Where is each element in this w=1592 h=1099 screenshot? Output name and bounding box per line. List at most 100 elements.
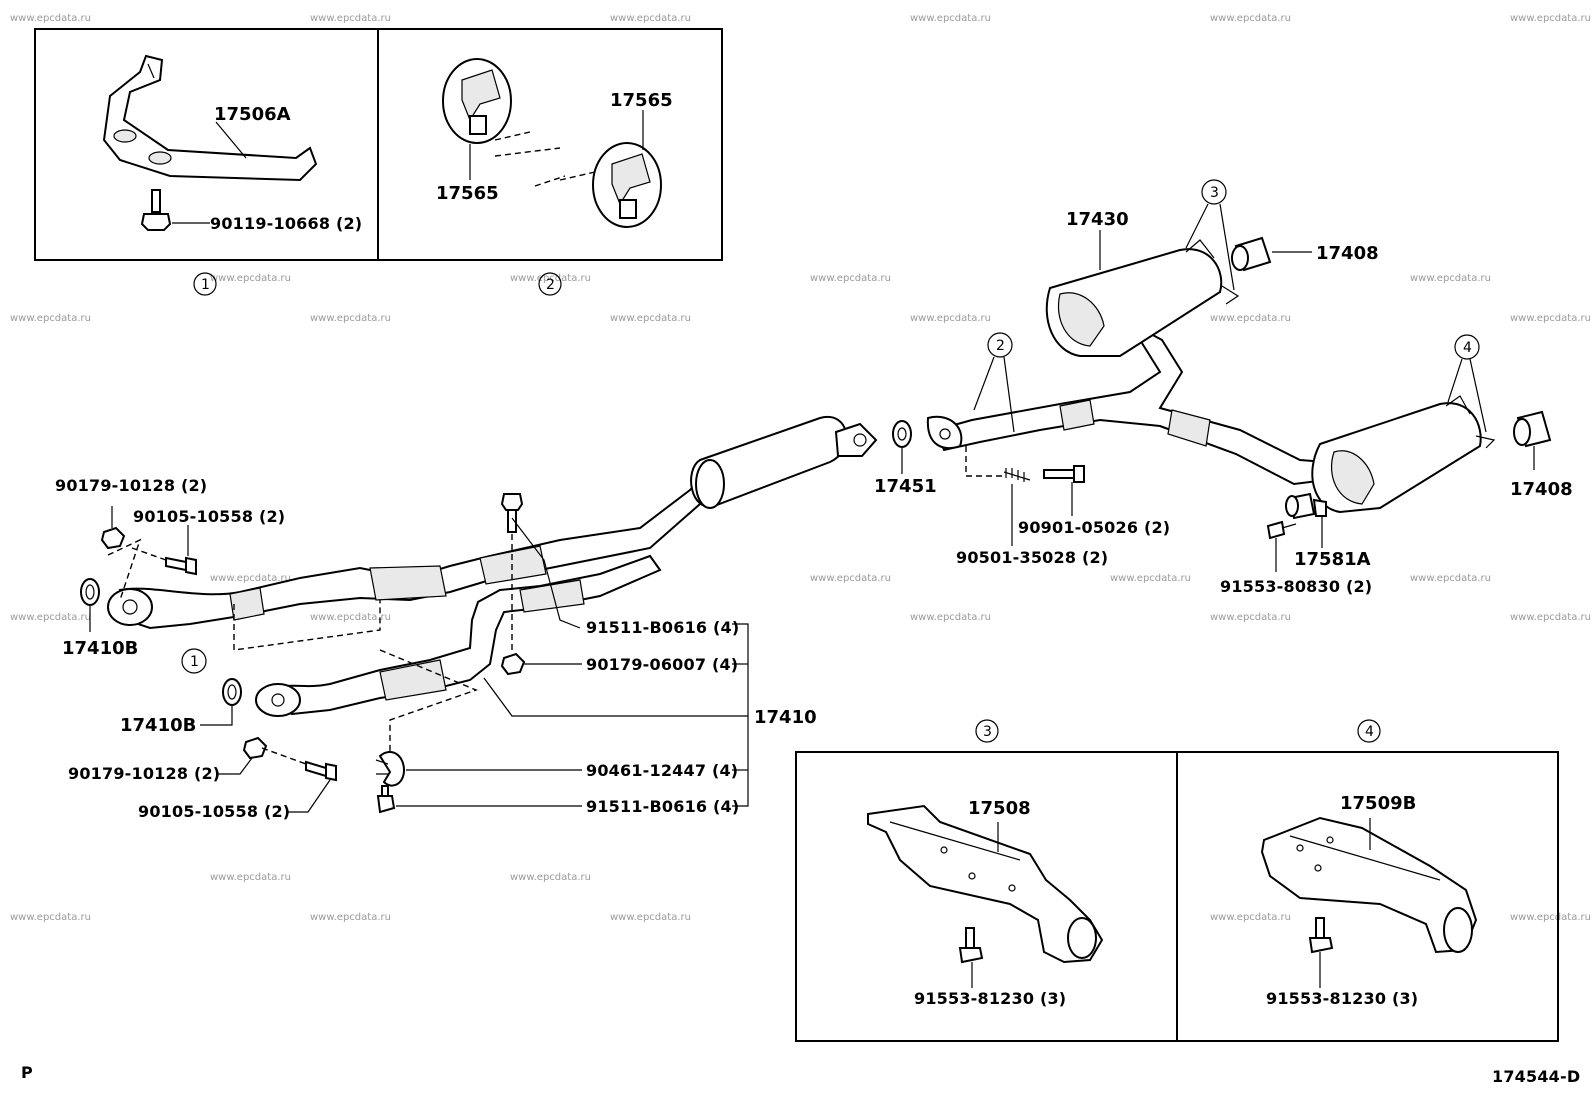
bolt-91553-81230-right-drawing — [1308, 917, 1334, 954]
watermark: www.epcdata.ru — [210, 573, 291, 584]
callout-4-inset: 4 — [1357, 719, 1381, 743]
watermark: www.epcdata.ru — [10, 912, 91, 923]
watermark: www.epcdata.ru — [310, 912, 391, 923]
part-label-90901: 90901-05026 (2) — [1018, 518, 1170, 537]
watermark: www.epcdata.ru — [10, 13, 91, 24]
watermark: www.epcdata.ru — [310, 313, 391, 324]
watermark: www.epcdata.ru — [10, 612, 91, 623]
svg-text:2: 2 — [996, 338, 1005, 354]
bolt-90105-10558-bottom-drawing — [305, 760, 337, 782]
watermark: www.epcdata.ru — [1510, 612, 1591, 623]
watermark: www.epcdata.ru — [1410, 573, 1491, 584]
part-label-90501: 90501-35028 (2) — [956, 548, 1108, 567]
part-label-17410: 17410 — [754, 707, 817, 728]
rear-pipe-assembly-drawing — [926, 239, 1496, 514]
part-label-90461: 90461-12447 (4) — [586, 761, 738, 780]
svg-text:3: 3 — [983, 724, 992, 740]
callout-4-main: 4 — [1447, 334, 1487, 433]
bolt-91511-bottom-drawing — [376, 785, 396, 814]
mount-17565-left-drawing — [442, 58, 512, 144]
page-mark: P — [21, 1063, 33, 1082]
bracket-17509b-drawing — [1260, 816, 1478, 954]
mount-90461-drawing — [375, 751, 406, 787]
part-label-90105-10558-top: 90105-10558 (2) — [133, 507, 285, 526]
callout-2-main: 2 — [973, 332, 1015, 433]
part-label-17408-right: 17408 — [1510, 479, 1573, 500]
bolt-91553-80830-drawing — [1266, 520, 1297, 540]
part-label-91553-81230-right: 91553-81230 (3) — [1266, 989, 1418, 1008]
part-label-17410b-bottom: 17410B — [120, 715, 196, 736]
inset-top: 17506A 90119-10668 (2) 17565 17565 — [34, 28, 723, 261]
bolt-91553-81230-left-drawing — [958, 927, 984, 964]
watermark: www.epcdata.ru — [1210, 912, 1291, 923]
part-label-17451: 17451 — [874, 476, 937, 497]
watermark: www.epcdata.ru — [810, 273, 891, 284]
callout-1-top: 1 — [193, 272, 217, 296]
part-label-17508: 17508 — [968, 798, 1031, 819]
bolt-90105-10558-top-drawing — [165, 556, 197, 576]
callout-3-main: 3 — [1185, 179, 1235, 291]
watermark: www.epcdata.ru — [1510, 13, 1591, 24]
watermark: www.epcdata.ru — [1210, 13, 1291, 24]
watermark: www.epcdata.ru — [910, 13, 991, 24]
gasket-17410b-bottom-drawing — [222, 678, 242, 706]
svg-text:2: 2 — [546, 277, 555, 293]
watermark: www.epcdata.ru — [10, 313, 91, 324]
bracket-17508-drawing — [867, 804, 1104, 964]
callout-1-main: 1 — [181, 648, 207, 674]
watermark: www.epcdata.ru — [610, 13, 691, 24]
watermark: www.epcdata.ru — [310, 13, 391, 24]
part-label-91553-80830: 91553-80830 (2) — [1220, 577, 1372, 596]
watermark: www.epcdata.ru — [210, 872, 291, 883]
watermark: www.epcdata.ru — [1510, 912, 1591, 923]
watermark: www.epcdata.ru — [610, 912, 691, 923]
part-label-17565-left: 17565 — [436, 183, 499, 204]
part-label-17408-top: 17408 — [1316, 243, 1379, 264]
watermark: www.epcdata.ru — [510, 872, 591, 883]
bolt-91511-top-drawing — [500, 493, 524, 533]
svg-text:1: 1 — [201, 277, 210, 293]
bracket-17506a-drawing — [102, 54, 318, 182]
front-pipe-assembly-drawing — [107, 472, 718, 780]
svg-text:1: 1 — [190, 654, 199, 670]
diagram-code: 174544-D — [1492, 1067, 1580, 1086]
tailpipe-tip-17408-top-drawing — [1231, 236, 1272, 272]
tailpipe-tip-17408-right-drawing — [1513, 410, 1552, 448]
part-label-17565-top: 17565 — [610, 90, 673, 111]
part-label-90179-10128-top: 90179-10128 (2) — [55, 476, 207, 495]
part-label-91511-top: 91511-B0616 (4) — [586, 618, 739, 637]
inset-frame-2 — [377, 28, 723, 261]
watermark: www.epcdata.ru — [910, 313, 991, 324]
gasket-17410b-top-drawing — [80, 578, 100, 606]
part-label-17581a: 17581A — [1294, 549, 1371, 570]
watermark: www.epcdata.ru — [1110, 573, 1191, 584]
part-label-91511-bottom: 91511-B0616 (4) — [586, 797, 739, 816]
bolt-90901-drawing — [1043, 465, 1085, 483]
part-label-17410b-top: 17410B — [62, 638, 138, 659]
bolt-90119-drawing — [140, 189, 172, 231]
svg-text:3: 3 — [1210, 185, 1219, 201]
nut-90179-06007-drawing — [500, 652, 526, 676]
mount-17565-right-drawing — [592, 142, 662, 228]
part-label-90119: 90119-10668 (2) — [210, 214, 362, 233]
watermark: www.epcdata.ru — [810, 573, 891, 584]
inset-frame-4 — [1176, 751, 1559, 1042]
part-label-90105-10558-bottom: 90105-10558 (2) — [138, 802, 290, 821]
part-label-90179-10128-bottom: 90179-10128 (2) — [68, 764, 220, 783]
callout-2-top: 2 — [538, 272, 562, 296]
part-label-91553-81230-left: 91553-81230 (3) — [914, 989, 1066, 1008]
part-label-17506a: 17506A — [214, 104, 291, 125]
spring-90501-drawing — [1003, 468, 1031, 482]
watermark: www.epcdata.ru — [1410, 273, 1491, 284]
inset-bottom: 17508 91553-81230 (3) 17509B 91553-81230… — [795, 751, 1559, 1042]
part-label-90179-06007: 90179-06007 (4) — [586, 655, 738, 674]
watermark: www.epcdata.ru — [1510, 313, 1591, 324]
gasket-17451-drawing — [892, 420, 912, 448]
watermark: www.epcdata.ru — [1210, 313, 1291, 324]
watermark: www.epcdata.ru — [310, 612, 391, 623]
watermark: www.epcdata.ru — [210, 273, 291, 284]
watermarks: www.epcdata.ru www.epcdata.ru www.epcdat… — [10, 13, 1591, 923]
watermark: www.epcdata.ru — [510, 273, 591, 284]
svg-text:4: 4 — [1463, 340, 1472, 356]
